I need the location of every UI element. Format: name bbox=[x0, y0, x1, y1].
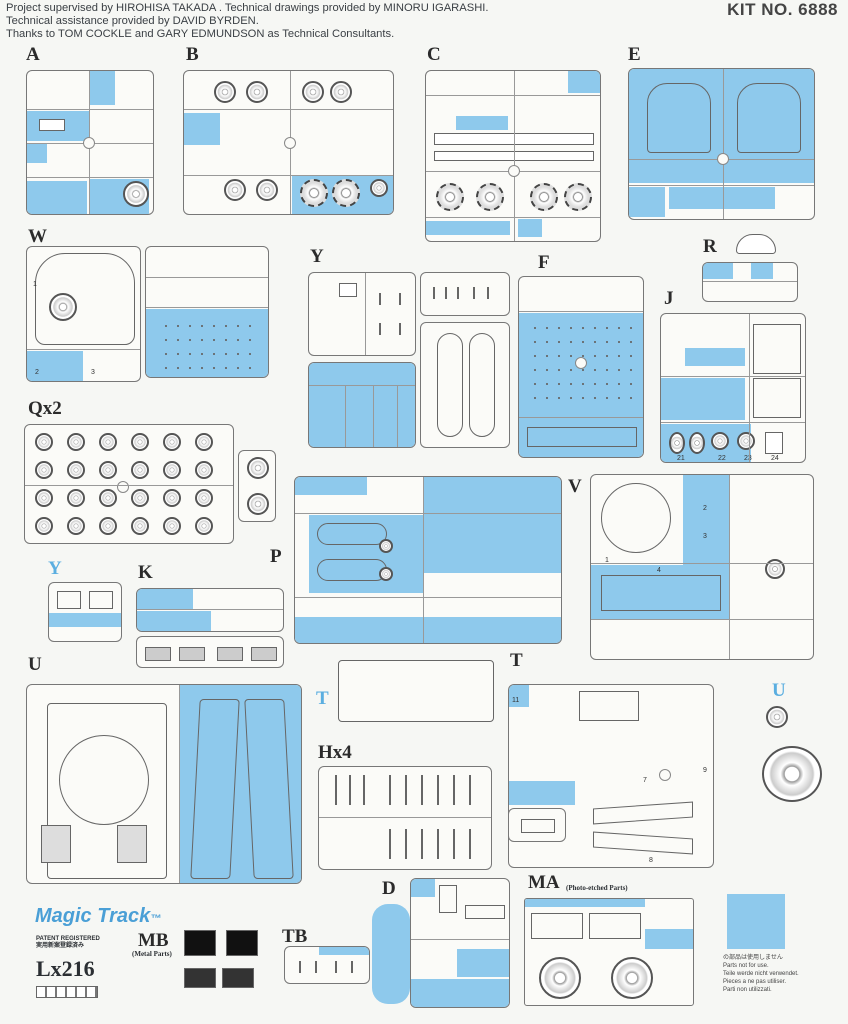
sprue-label-qx2: Qx2 bbox=[28, 398, 62, 419]
sprue-label-tb: TB bbox=[282, 926, 308, 947]
part-num-w2: 2 bbox=[35, 369, 39, 376]
track-link-drawing bbox=[36, 986, 98, 998]
ma-subtitle: (Photo-etched Parts) bbox=[566, 884, 628, 892]
sprue-c bbox=[425, 70, 601, 242]
metal-part-2 bbox=[184, 968, 216, 988]
sprue-ma bbox=[524, 898, 694, 1006]
part-num-j21: 21 bbox=[677, 455, 685, 462]
part-num-j23: 23 bbox=[744, 455, 752, 462]
sprue-p bbox=[294, 476, 562, 644]
mb-subtitle: (Metal Parts) bbox=[132, 950, 172, 958]
part-num-t7: 7 bbox=[643, 777, 647, 784]
credit-line-3: Thanks to TOM COCKLE and GARY EDMUNDSON … bbox=[6, 28, 395, 40]
sprue-label-hx4: Hx4 bbox=[318, 742, 352, 763]
sprue-w: 1 2 3 bbox=[26, 246, 141, 382]
u-small-ring bbox=[766, 706, 788, 728]
sprue-r bbox=[702, 262, 798, 302]
legend-line-de: Teile werde nicht verwendet. bbox=[723, 971, 799, 977]
sprue-u bbox=[26, 684, 302, 884]
sprue-qx2 bbox=[24, 424, 234, 544]
patent-note: PATENT REGISTERED 実用新案登録済み bbox=[36, 936, 100, 950]
sprue-d bbox=[410, 878, 510, 1008]
part-num-t11: 11 bbox=[512, 697, 520, 704]
sprue-label-e: E bbox=[628, 44, 641, 65]
sprue-y-frame bbox=[420, 322, 510, 448]
part-num-j24: 24 bbox=[771, 455, 779, 462]
patent-line-jp: 実用新案登録済み bbox=[36, 943, 85, 949]
metal-part-1b bbox=[226, 930, 258, 956]
sprue-label-ma: MA bbox=[528, 872, 560, 893]
hull-t-part bbox=[338, 660, 494, 722]
sprue-label-j: J bbox=[664, 288, 674, 309]
sprue-hx4 bbox=[318, 766, 492, 870]
sprue-label-a: A bbox=[26, 44, 40, 65]
sprue-label-v: V bbox=[568, 476, 582, 497]
part-num-w3: 3 bbox=[91, 369, 95, 376]
sprue-label-mb: MB bbox=[138, 930, 169, 951]
sprue-y bbox=[308, 272, 416, 356]
sprue-label-f: F bbox=[538, 252, 550, 273]
sprue-t-small bbox=[508, 808, 566, 842]
legend-text: の部品は使用しません Parts not for use. Teile werd… bbox=[723, 954, 799, 994]
sprue-e bbox=[628, 68, 815, 220]
magic-track-tm: ™ bbox=[150, 913, 162, 925]
part-num-t8: 8 bbox=[649, 857, 653, 864]
legend-line-fr: Pieces a ne pas utiliser. bbox=[723, 979, 787, 985]
sprue-r-part bbox=[736, 234, 776, 254]
part-num-v1: 1 bbox=[605, 557, 609, 564]
sprue-qx2-side bbox=[238, 450, 276, 522]
sprue-label-t: T bbox=[510, 650, 523, 671]
sprue-y-top bbox=[420, 272, 510, 316]
sprue-label-w: W bbox=[28, 226, 47, 247]
sprue-y-small bbox=[48, 582, 122, 642]
sprue-f bbox=[518, 276, 644, 458]
kit-number: KIT NO. 6888 bbox=[727, 0, 838, 19]
sprue-label-y-blue: Y bbox=[48, 558, 62, 579]
u-large-ring bbox=[762, 746, 822, 802]
legend-swatch bbox=[727, 894, 785, 949]
credits: Project supervised by HIROHISA TAKADA . … bbox=[6, 2, 488, 41]
sprue-d-track bbox=[372, 904, 410, 1004]
part-num-t9: 9 bbox=[703, 767, 707, 774]
sprue-w-right bbox=[145, 246, 269, 378]
patent-line-en: PATENT REGISTERED bbox=[36, 936, 100, 942]
sprue-k-lower bbox=[136, 636, 284, 668]
part-num-v3: 3 bbox=[703, 533, 707, 540]
legend-line-en: Parts not for use. bbox=[723, 963, 769, 969]
part-num-v4: 4 bbox=[657, 567, 661, 574]
magic-track-logo: Magic Track™ bbox=[35, 905, 161, 928]
sprue-label-u-blue: U bbox=[772, 680, 786, 701]
credit-line-1: Project supervised by HIROHISA TAKADA . … bbox=[6, 2, 489, 14]
part-num-v2: 2 bbox=[703, 505, 707, 512]
sprue-k bbox=[136, 588, 284, 632]
lx216-label: Lx216 bbox=[36, 956, 95, 981]
sprue-label-p: P bbox=[270, 546, 282, 567]
sprue-label-u: U bbox=[28, 654, 42, 675]
sprue-v: 1 2 3 4 bbox=[590, 474, 814, 660]
credit-line-2: Technical assistance provided by DAVID B… bbox=[6, 15, 259, 27]
sprue-tb bbox=[284, 946, 370, 984]
sprue-y-lower bbox=[308, 362, 416, 448]
sprue-label-r: R bbox=[703, 236, 717, 257]
sprue-label-b: B bbox=[186, 44, 199, 65]
metal-part-1 bbox=[184, 930, 216, 956]
sprue-j: 21 22 23 24 bbox=[660, 313, 806, 463]
sprue-label-d: D bbox=[382, 878, 396, 899]
part-num-j22: 22 bbox=[718, 455, 726, 462]
metal-part-3 bbox=[222, 968, 254, 988]
legend-line-it: Parti non utilizzati. bbox=[723, 987, 772, 993]
sprue-b bbox=[183, 70, 394, 215]
sprue-label-t-blue: T bbox=[316, 688, 329, 709]
sprue-a bbox=[26, 70, 154, 215]
magic-track-logo-text: Magic Track bbox=[35, 905, 151, 927]
sprue-label-k: K bbox=[138, 562, 153, 583]
part-num-w1: 1 bbox=[33, 281, 37, 288]
sprue-label-y: Y bbox=[310, 246, 324, 267]
sprue-label-c: C bbox=[427, 44, 441, 65]
legend-line-jp: の部品は使用しません bbox=[723, 955, 783, 961]
